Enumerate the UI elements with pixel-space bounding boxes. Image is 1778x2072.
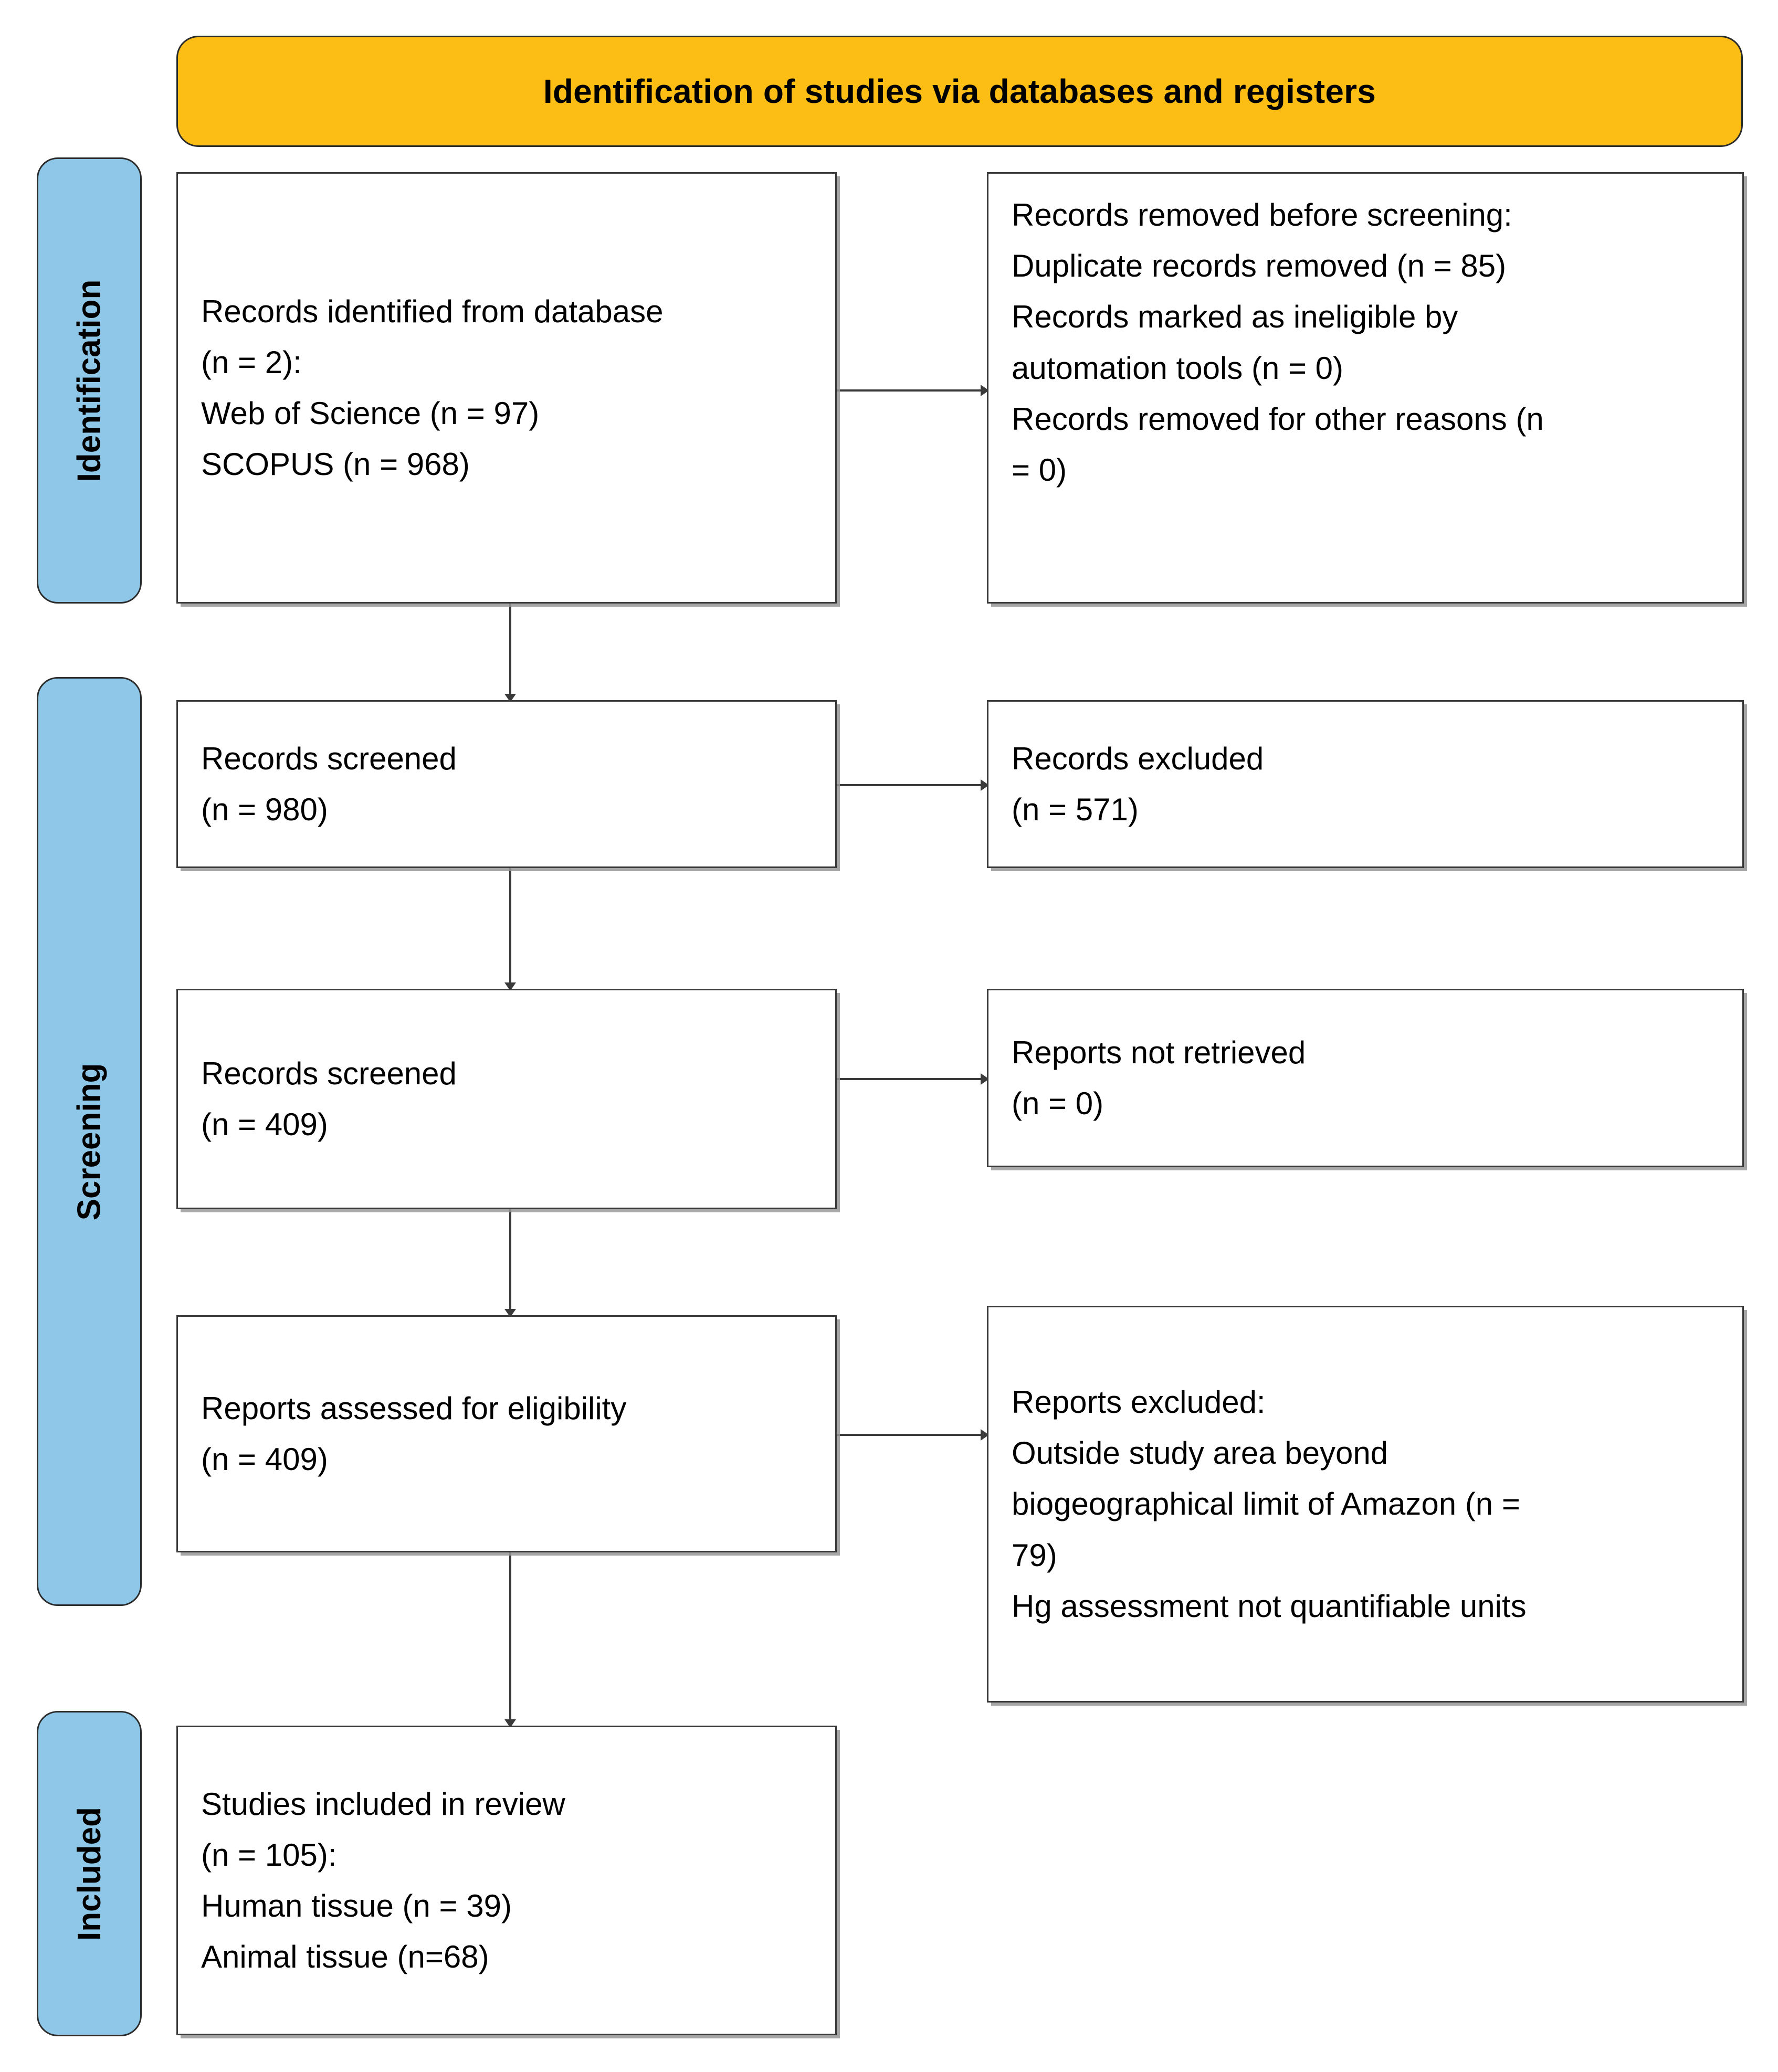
connector-identified-to-removed [837,389,988,392]
stage-label-screening-text: Screening [71,1063,108,1220]
box-line: Web of Science (n = 97) [201,396,540,431]
box-line: (n = 980) [201,792,328,827]
box-line: biogeographical limit of Amazon (n = [1012,1486,1520,1522]
box-reports-assessed-for-eligibility: Reports assessed for eligibility (n = 40… [176,1315,837,1552]
connector-screened1-to-screened2 [509,868,511,990]
box-records-identified: Records identified from database (n = 2)… [176,172,837,604]
connector-screened1-to-excluded1 [837,784,988,786]
stage-label-identification-text: Identification [71,279,108,482]
box-line: Records screened [201,1055,457,1091]
box-line: Studies included in review [201,1786,565,1822]
box-line: Human tissue (n = 39) [201,1888,512,1923]
box-records-excluded: Records excluded (n = 571) [987,700,1744,868]
box-line: (n = 409) [201,1442,328,1477]
stage-label-included-text: Included [71,1806,108,1941]
box-line: Reports not retrieved [1012,1034,1306,1070]
box-line: (n = 0) [1012,1086,1104,1121]
box-line: SCOPUS (n = 968) [201,447,470,482]
box-records-screened-980: Records screened (n = 980) [176,700,837,868]
stage-label-identification: Identification [37,157,142,604]
box-line: Reports excluded: [1012,1384,1266,1420]
box-records-removed-before-screening: Records removed before screening: Duplic… [987,172,1744,604]
connector-identified-to-screened1 [509,604,511,701]
diagram-title: Identification of studies via databases … [543,72,1376,110]
box-line: Records marked as ineligible by [1012,299,1458,335]
box-line: Animal tissue (n=68) [201,1939,489,1975]
box-line: Records excluded [1012,741,1264,776]
connector-eligibility-to-included [509,1552,511,1727]
box-line: (n = 571) [1012,792,1139,827]
box-line: Records identified from database [201,293,664,329]
box-line: Duplicate records removed (n = 85) [1012,248,1507,284]
box-line: Records screened [201,741,457,776]
box-line: 79) [1012,1537,1057,1573]
box-line: Hg assessment not quantifiable units [1012,1588,1527,1624]
box-line: = 0) [1012,452,1067,488]
box-studies-included-in-review: Studies included in review (n = 105): Hu… [176,1726,837,2035]
box-records-screened-409: Records screened (n = 409) [176,989,837,1209]
connector-screened2-to-eligibility [509,1209,511,1316]
connector-eligibility-to-excluded2 [837,1434,988,1436]
diagram-header-banner: Identification of studies via databases … [176,36,1743,147]
box-reports-not-retrieved: Reports not retrieved (n = 0) [987,989,1744,1167]
box-line: (n = 2): [201,344,302,380]
box-line: Reports assessed for eligibility [201,1390,627,1426]
box-line: Outside study area beyond [1012,1435,1388,1471]
box-line: (n = 409) [201,1107,328,1142]
box-line: automation tools (n = 0) [1012,350,1344,386]
stage-label-screening: Screening [37,677,142,1606]
stage-label-included: Included [37,1711,142,2036]
connector-screened2-to-notretrieved [837,1078,988,1080]
box-line: Records removed before screening: [1012,197,1512,232]
box-line: (n = 105): [201,1837,337,1873]
box-line: Records removed for other reasons (n [1012,401,1544,437]
box-reports-excluded: Reports excluded: Outside study area bey… [987,1306,1744,1703]
